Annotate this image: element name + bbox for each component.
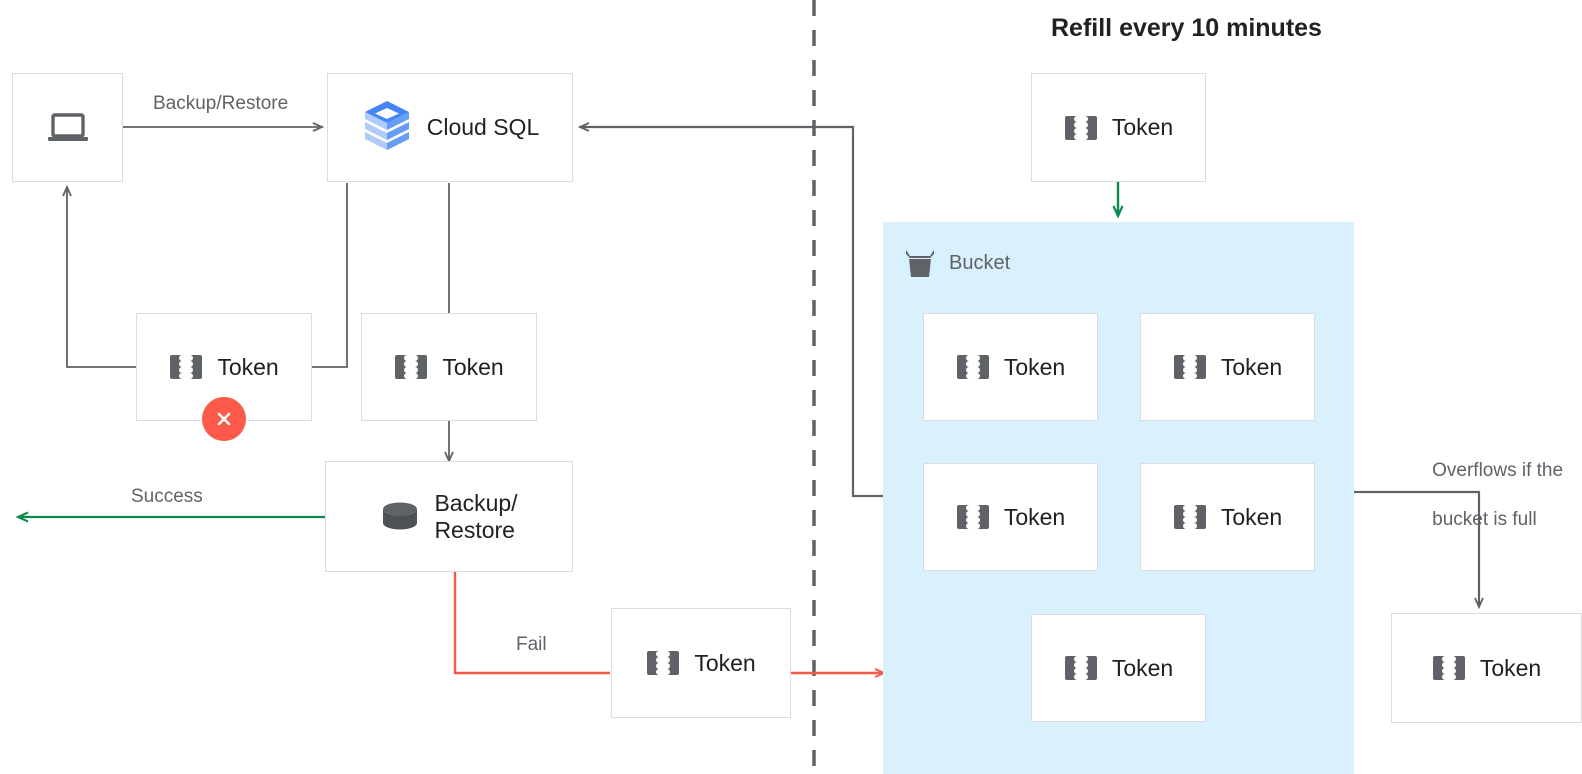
token-icon (1064, 115, 1098, 141)
edge-label-overflow: Overflows if the bucket is full (1411, 434, 1563, 557)
edge-label-backup-restore: Backup/Restore (153, 93, 289, 114)
edge-bucket-to-cloudsql (580, 127, 884, 498)
client-node[interactable] (12, 73, 123, 182)
close-icon (213, 408, 235, 430)
bucket-header: Bucket (903, 248, 1010, 278)
edge-label-overflow-line2: bucket is full (1432, 509, 1537, 531)
token-left-label: Token (217, 353, 279, 380)
cloud-sql-node[interactable]: Cloud SQL (327, 73, 573, 182)
token-fail-node[interactable]: Token (611, 608, 791, 718)
token-icon (1064, 655, 1098, 681)
bucket-token-5-label: Token (1111, 654, 1174, 681)
edge-backup-fail-to-token (453, 572, 610, 675)
token-icon (956, 504, 990, 530)
bucket-token-1-label: Token (1003, 353, 1066, 380)
bucket-token-4[interactable]: Token (1140, 463, 1315, 571)
bucket-icon (903, 248, 937, 278)
cloud-sql-label: Cloud SQL (426, 114, 540, 141)
token-refill-label: Token (1111, 114, 1174, 141)
token-icon (646, 650, 680, 676)
error-badge (202, 397, 246, 441)
token-overflow-label: Token (1479, 654, 1542, 681)
backup-restore-line1: Backup/ (434, 490, 518, 517)
laptop-icon (47, 112, 89, 144)
edge-token-left-to-client (67, 187, 136, 368)
database-icon (380, 500, 420, 534)
bucket-label: Bucket (949, 251, 1011, 274)
bucket-token-3-label: Token (1003, 503, 1066, 530)
edge-label-overflow-line1: Overflows if the (1432, 459, 1564, 481)
token-icon (956, 354, 990, 380)
page-title: Refill every 10 minutes (1051, 14, 1322, 42)
bucket-token-1[interactable]: Token (923, 313, 1098, 421)
backup-restore-line2: Restore (434, 516, 515, 543)
backup-restore-label: Backup/ Restore (434, 490, 517, 543)
token-icon (1173, 504, 1207, 530)
bucket-token-5[interactable]: Token (1031, 614, 1206, 722)
bucket-token-2-label: Token (1220, 353, 1283, 380)
token-mid-node[interactable]: Token (361, 313, 537, 421)
bucket-token-3[interactable]: Token (923, 463, 1098, 571)
token-overflow-node[interactable]: Token (1391, 613, 1582, 723)
token-refill-node[interactable]: Token (1031, 73, 1206, 182)
token-fail-label: Token (694, 649, 756, 676)
backup-restore-node[interactable]: Backup/ Restore (325, 461, 573, 572)
token-icon (169, 354, 203, 380)
bucket-token-2[interactable]: Token (1140, 313, 1315, 421)
edge-cloudsql-to-token-left (312, 183, 348, 368)
edge-label-fail: Fail (516, 634, 547, 655)
token-icon (394, 354, 428, 380)
bucket-token-4-label: Token (1220, 503, 1283, 530)
token-icon (1173, 354, 1207, 380)
edge-label-success: Success (131, 486, 203, 507)
token-mid-label: Token (442, 353, 504, 380)
cloud-sql-icon (361, 99, 413, 157)
token-icon (1432, 655, 1466, 681)
